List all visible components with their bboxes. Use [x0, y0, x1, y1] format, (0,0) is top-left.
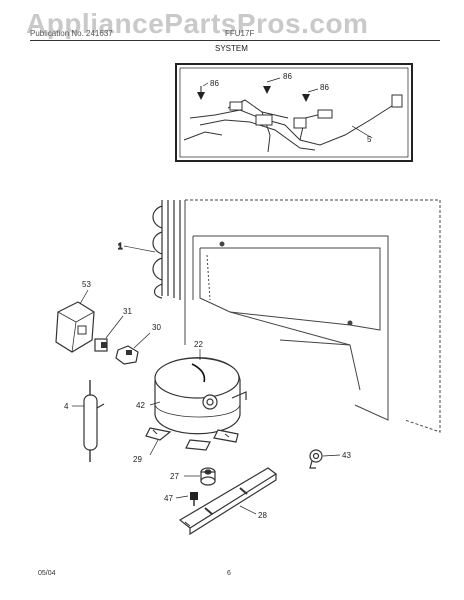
compressor-base-plate — [178, 467, 278, 536]
callout-22: 22 — [194, 340, 203, 349]
callout-86-a: 86 — [210, 79, 219, 88]
callout-86-c: 86 — [320, 83, 329, 92]
filter-drier — [83, 380, 105, 462]
overload-protector: 31 — [94, 307, 132, 352]
header-rule — [30, 40, 440, 41]
screw-86-b — [263, 77, 281, 94]
callout-1: 1 — [118, 242, 123, 251]
callout-47: 47 — [164, 494, 173, 503]
freezer-cabinet — [184, 199, 441, 433]
callout-43: 43 — [342, 451, 351, 460]
condenser-coil: 1 — [117, 200, 181, 300]
start-relay: 30 — [115, 323, 161, 365]
compressor — [145, 357, 247, 451]
watermark: AppliancePartsPros.com — [26, 8, 369, 39]
model-number: FFU17F — [225, 29, 255, 38]
tubing-clamp — [309, 449, 323, 469]
callout-27: 27 — [170, 472, 179, 481]
callout-86-b: 86 — [283, 72, 292, 81]
section-title: SYSTEM — [215, 44, 248, 53]
callout-42: 42 — [136, 401, 145, 410]
wiring-harness-inset: 86 86 86 5 — [175, 63, 413, 162]
callout-4: 4 — [64, 402, 69, 411]
publication-number: Publication No. 241637 — [30, 29, 113, 38]
footer-date: 05/04 — [38, 570, 56, 577]
callout-53: 53 — [82, 280, 91, 289]
callout-30: 30 — [152, 323, 161, 332]
relay-cover: 53 — [55, 280, 95, 353]
callout-28: 28 — [258, 511, 267, 520]
screw-86-a — [197, 82, 209, 100]
page-number: 6 — [227, 570, 231, 577]
callout-31: 31 — [123, 307, 132, 316]
mounting-screw — [190, 492, 198, 506]
grommet — [200, 467, 216, 486]
callout-5: 5 — [367, 135, 372, 144]
screw-86-c — [302, 88, 319, 102]
callout-29: 29 — [133, 455, 142, 464]
